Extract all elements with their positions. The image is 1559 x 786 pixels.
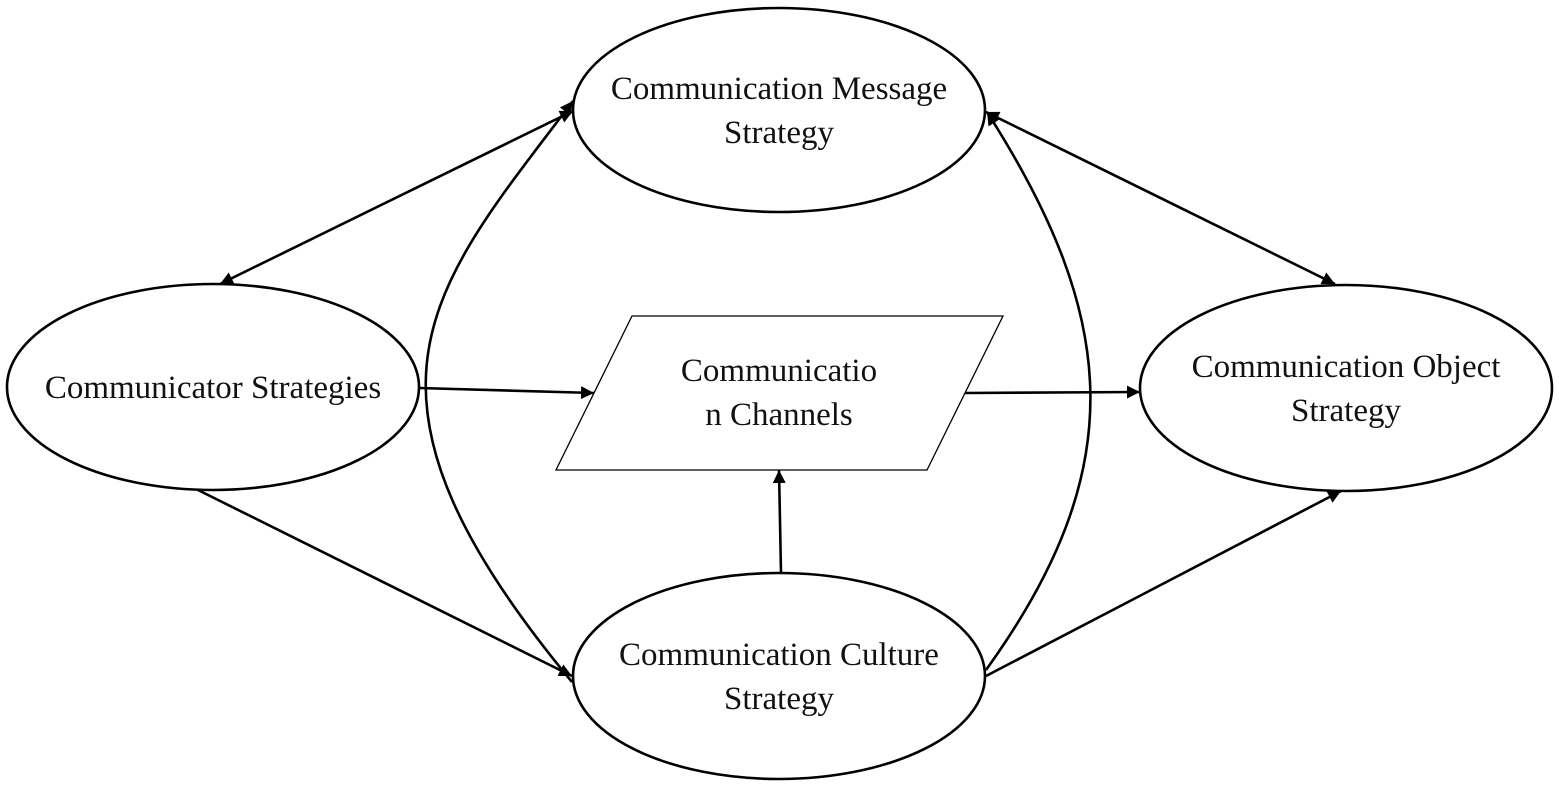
ellipse-shape [5, 282, 421, 492]
node-label: Communication Culture [619, 637, 939, 673]
node-label: Communication Object [1192, 349, 1501, 385]
edge-culture-object [985, 489, 1342, 678]
ellipse-shape [571, 571, 987, 781]
node-label: Strategy [724, 681, 834, 717]
edge-culture-message-right [984, 111, 1092, 671]
node-communication-message-strategy: Communication Message Strategy [571, 6, 987, 214]
edge-communicator-channels [418, 386, 595, 400]
ellipse-shape [571, 6, 987, 214]
node-label: Communicatio [681, 353, 877, 389]
node-communication-object-strategy: Communication Object Strategy [1138, 283, 1554, 493]
ellipse-shape [1138, 283, 1554, 493]
node-label: Communicator Strategies [45, 370, 381, 406]
edge-culture-message-left [424, 100, 575, 683]
node-communication-culture-strategy: Communication Culture Strategy [571, 571, 987, 781]
node-label: Strategy [724, 115, 834, 151]
edge-message-object [985, 110, 1336, 286]
node-label: Communication Message [611, 71, 947, 107]
edge-communicator-message [219, 109, 574, 286]
edge-communicator-culture [197, 488, 573, 678]
edge-channels-object [963, 385, 1141, 399]
parallelogram-shape [554, 315, 1005, 471]
edge-culture-channels [772, 469, 786, 574]
node-communication-channels: Communicatio n Channels [554, 315, 1005, 471]
node-label: n Channels [705, 397, 853, 433]
node-label: Strategy [1291, 393, 1401, 429]
node-communicator-strategies: Communicator Strategies [5, 282, 421, 492]
edges [197, 100, 1342, 683]
